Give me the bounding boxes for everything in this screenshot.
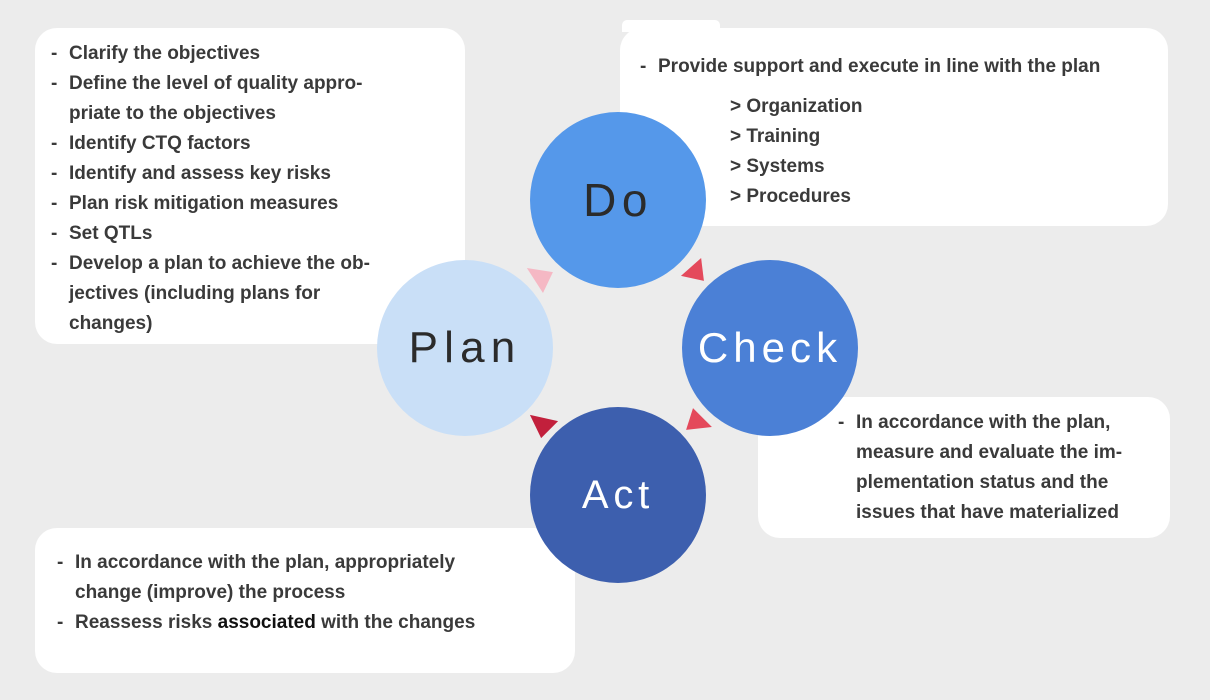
bullet-dash: - (51, 223, 58, 244)
bullet-dash: - (838, 412, 845, 433)
bullet-dash: - (57, 552, 64, 573)
do-sub-item-procedures: > Procedures (730, 186, 851, 207)
bullet-dash: - (57, 612, 64, 633)
do-sub-item-organization: > Organization (730, 96, 863, 117)
plan-bullet-2: - Define the level of quality appro- pri… (51, 69, 449, 129)
bullet-text-before: Reassess risks (75, 612, 218, 633)
plan-bullet-3: - Identify CTQ factors (51, 129, 449, 159)
bullet-text: In accordance with the plan, measure and… (856, 412, 1123, 523)
plan-bullet-5: - Plan risk mitigation measures (51, 189, 449, 219)
bullet-text: Identify CTQ factors (69, 133, 251, 154)
act-circle-label: Act (581, 472, 655, 517)
do-bullet-1: - Provide support and execute in line wi… (640, 52, 1152, 82)
act-circle: Act (530, 407, 706, 583)
bullet-dash: - (51, 253, 58, 274)
bullet-text: Set QTLs (69, 223, 153, 244)
plan-bullet-4: - Identify and assess key risks (51, 159, 449, 189)
bullet-text-emphasis: associated (217, 612, 316, 633)
act-bullet-2: - Reassess risks associated with the cha… (57, 608, 559, 638)
bullet-text: Reassess risks associated with the chang… (75, 608, 475, 638)
do-sub-item-systems: > Systems (730, 156, 825, 177)
check-circle-label: Check (697, 324, 843, 371)
act-notes-card: - In accordance with the plan, appropria… (35, 528, 575, 673)
arrow-do-to-check-icon (680, 257, 704, 281)
bullet-dash: - (640, 56, 647, 77)
bullet-dash: - (51, 73, 58, 94)
bullet-text: Plan risk mitigation measures (69, 193, 339, 214)
bullet-text: In accordance with the plan, appropriate… (75, 552, 456, 603)
check-bullet-1: - In accordance with the plan, measure a… (838, 408, 1160, 528)
plan-bullet-7: - Develop a plan to achieve the ob- ject… (51, 249, 449, 339)
do-circle: Do (530, 112, 706, 288)
plan-bullet-1: - Clarify the objectives (51, 39, 449, 69)
do-sub-item-training: > Training (730, 126, 821, 147)
check-notes-card: - In accordance with the plan, measure a… (758, 397, 1170, 538)
do-notes-card: - Provide support and execute in line wi… (620, 28, 1168, 226)
plan-bullet-6: - Set QTLs (51, 219, 449, 249)
check-circle: Check (682, 260, 858, 436)
bullet-dash: - (51, 193, 58, 214)
bullet-text: Develop a plan to achieve the ob- jectiv… (69, 253, 370, 334)
bullet-dash: - (51, 133, 58, 154)
act-bullet-1: - In accordance with the plan, appropria… (57, 548, 559, 608)
bullet-dash: - (51, 43, 58, 64)
bullet-text: Provide support and execute in line with… (658, 56, 1101, 77)
bullet-text: Define the level of quality appro- priat… (69, 73, 363, 124)
bullet-text-after: with the changes (315, 612, 476, 633)
plan-circle: Plan (377, 260, 553, 436)
bullet-text: Identify and assess key risks (69, 163, 331, 184)
do-sub-list: > Organization > Training > Systems > Pr… (730, 92, 1152, 212)
plan-notes-card: - Clarify the objectives - Define the le… (35, 28, 465, 344)
bullet-dash: - (51, 163, 58, 184)
do-circle-label: Do (583, 174, 653, 226)
bullet-text: Clarify the objectives (69, 43, 261, 64)
plan-circle-label: Plan (408, 323, 522, 372)
